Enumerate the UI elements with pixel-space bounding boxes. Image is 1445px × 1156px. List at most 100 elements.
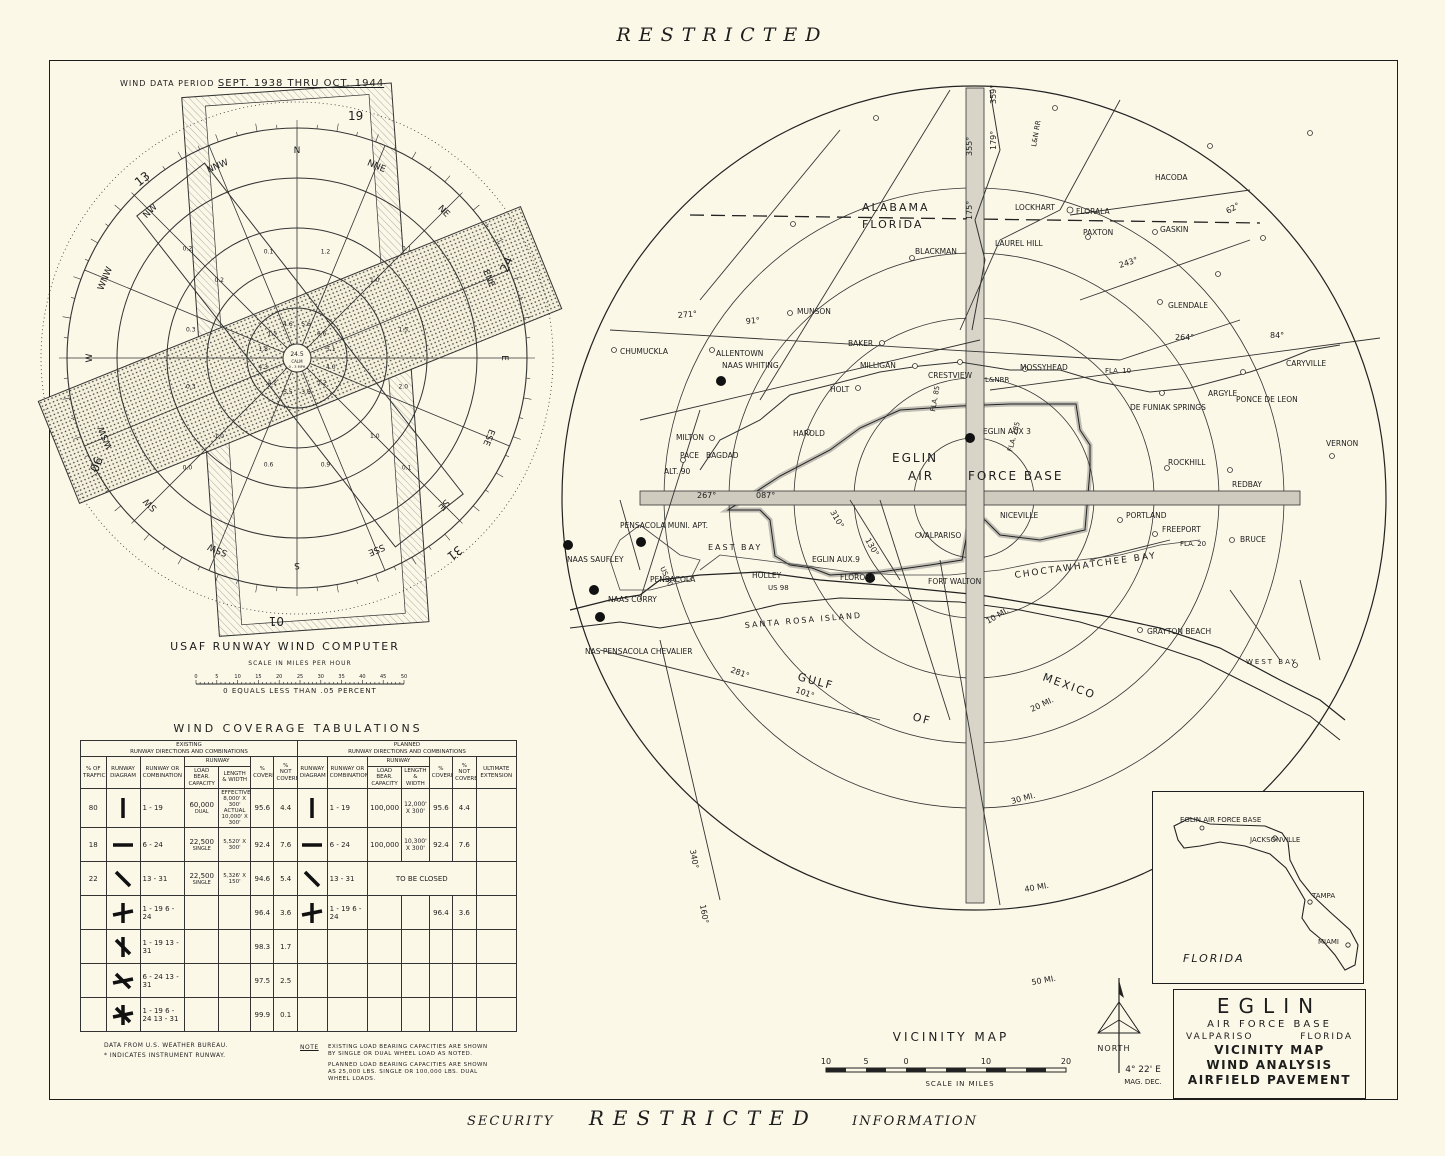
route-label: L&N RR — [1030, 120, 1043, 148]
town-milligan: MILLIGAN — [860, 361, 896, 370]
cell-load — [184, 895, 220, 930]
title-line-2: WIND ANALYSIS — [1206, 1058, 1333, 1072]
cell-p-load — [367, 895, 403, 930]
cell-p-covered — [428, 997, 454, 1032]
cell-traffic: 18 — [80, 827, 107, 862]
bearing-label: 243° — [1118, 255, 1139, 270]
runway-diagram-icon — [114, 936, 132, 957]
col-p-covered: % COVERED — [428, 756, 454, 789]
wind-data-period: WIND DATA PERIOD SEPT. 1938 THRU OCT. 19… — [120, 78, 384, 89]
vicinity-scale-tick: 0 — [903, 1057, 908, 1066]
middle-value: 0.2 — [214, 277, 224, 284]
cell-length: 5,520' X 300' — [218, 827, 252, 862]
note-planned: PLANNED LOAD BEARING CAPACITIES ARE SHOW… — [328, 1062, 488, 1082]
cell-p-diagram — [296, 788, 328, 828]
cell-p-length — [401, 997, 430, 1032]
col-runway-group: RUNWAY — [184, 756, 252, 767]
cell-p-combination — [326, 997, 369, 1032]
middle-value: 1.0 — [370, 433, 380, 440]
cell-covered: 97.5 — [250, 963, 275, 998]
florida-inset: FLORIDA — [1152, 791, 1364, 984]
middle-value: 1.2 — [321, 249, 331, 256]
cell-p-combination: 6 - 24 — [326, 827, 369, 862]
cell-p-diagram — [296, 827, 328, 862]
bearing-label: 281° — [729, 665, 750, 680]
compass-ese: ESE — [480, 427, 496, 447]
bearing-label: 271° — [677, 309, 697, 320]
north-arrow — [1097, 978, 1141, 1073]
wind-scale-tick: 40 — [359, 674, 365, 680]
cell-ultimate — [475, 929, 517, 964]
town-defuniak: DE FUNIAK SPRINGS — [1130, 403, 1206, 412]
cell-diagram — [105, 827, 141, 862]
restricted-top-label: RESTRICTED — [616, 24, 829, 46]
town-allentown: ALLENTOWN — [716, 349, 763, 358]
town-alt90: ALT. 90 — [664, 467, 691, 476]
inner-value: 1.5 — [267, 330, 277, 337]
town-glendale: GLENDALE — [1168, 301, 1208, 310]
middle-value: 0.3 — [186, 383, 196, 390]
cell-length — [218, 895, 252, 930]
vicinity-scale-label: SCALE IN MILES — [925, 1080, 994, 1088]
runway-diagram-icon — [112, 1004, 134, 1025]
cell-combination: 1 - 19 — [139, 788, 186, 828]
runway-diagram-icon — [304, 870, 321, 887]
cell-p-load — [367, 963, 403, 998]
title-place-right: FLORIDA — [1300, 1032, 1353, 1042]
town-hacoda: HACODA — [1155, 173, 1188, 182]
airfield-naas-corry — [589, 585, 599, 595]
runway-label-19: 19 — [348, 109, 363, 123]
town-ponce-de-leon: PONCE DE LEON — [1236, 395, 1298, 404]
town-laurel-hill: LAUREL HILL — [995, 239, 1044, 248]
town-holley: HOLLEY — [752, 571, 782, 580]
route-label: US 98 — [768, 584, 789, 592]
water-santa-rosa: SANTA ROSA ISLAND — [744, 611, 862, 630]
runway-diagram-icon — [302, 842, 323, 847]
cell-length — [218, 929, 252, 964]
cell-p-diagram — [296, 929, 328, 964]
ring-label: 10 MI. — [985, 606, 1011, 626]
runway-diagram-icon — [121, 798, 125, 818]
wind-scale-note: 0 EQUALS LESS THAN .05 PERCENT — [223, 687, 377, 695]
table-footnotes: DATA FROM U.S. WEATHER BUREAU. * INDICAT… — [104, 1041, 228, 1061]
north-label: NORTH — [1097, 1044, 1131, 1053]
runway-band-13-31 — [136, 162, 464, 548]
town-holt: HOLT — [830, 385, 850, 394]
outer-value: 0.1 — [402, 465, 412, 472]
wind-scale-tick: 25 — [297, 674, 303, 680]
map-frame — [49, 60, 1398, 1100]
town-munson: MUNSON — [797, 307, 831, 316]
outer-value: 0.0 — [183, 465, 193, 472]
airfield-nas-pensacola — [595, 612, 605, 622]
col-ultimate: ULTIMATE EXTENSION — [475, 756, 517, 789]
base-label-force-base: FORCE BASE — [968, 469, 1064, 483]
cell-covered: 94.6 — [250, 861, 275, 896]
calm-range: 0 - 3 MPH — [289, 365, 306, 369]
compass-s: S — [294, 560, 300, 570]
town-florala: FLORALA — [1076, 207, 1111, 216]
cell-length — [218, 997, 252, 1032]
col-not-covered: % NOT COVERED — [273, 756, 298, 789]
inner-value: 4.2 — [267, 380, 277, 387]
cell-p-covered: 96.4 — [428, 895, 454, 930]
wind-computer-title: USAF RUNWAY WIND COMPUTER — [170, 640, 400, 653]
cell-ultimate — [475, 788, 517, 828]
magnetic-declination: 4° 22' E MAG. DEC. — [1117, 1064, 1169, 1088]
compass-e: E — [499, 355, 509, 361]
cell-traffic — [80, 895, 107, 930]
title-name: EGLIN — [1216, 994, 1323, 1018]
middle-value: 2.0 — [398, 383, 408, 390]
town-gaskin: GASKIN — [1160, 225, 1188, 234]
inner-value: 4.6 — [283, 321, 293, 328]
cell-ultimate — [475, 861, 517, 896]
compass-w: W — [85, 353, 95, 362]
wind-scale-title: SCALE IN MILES PER HOUR — [248, 660, 352, 667]
cell-diagram — [105, 929, 141, 964]
middle-value: 1.0 — [214, 433, 224, 440]
bearing-label: 62° — [1225, 201, 1242, 216]
airfield-naas-saufley — [563, 540, 573, 550]
